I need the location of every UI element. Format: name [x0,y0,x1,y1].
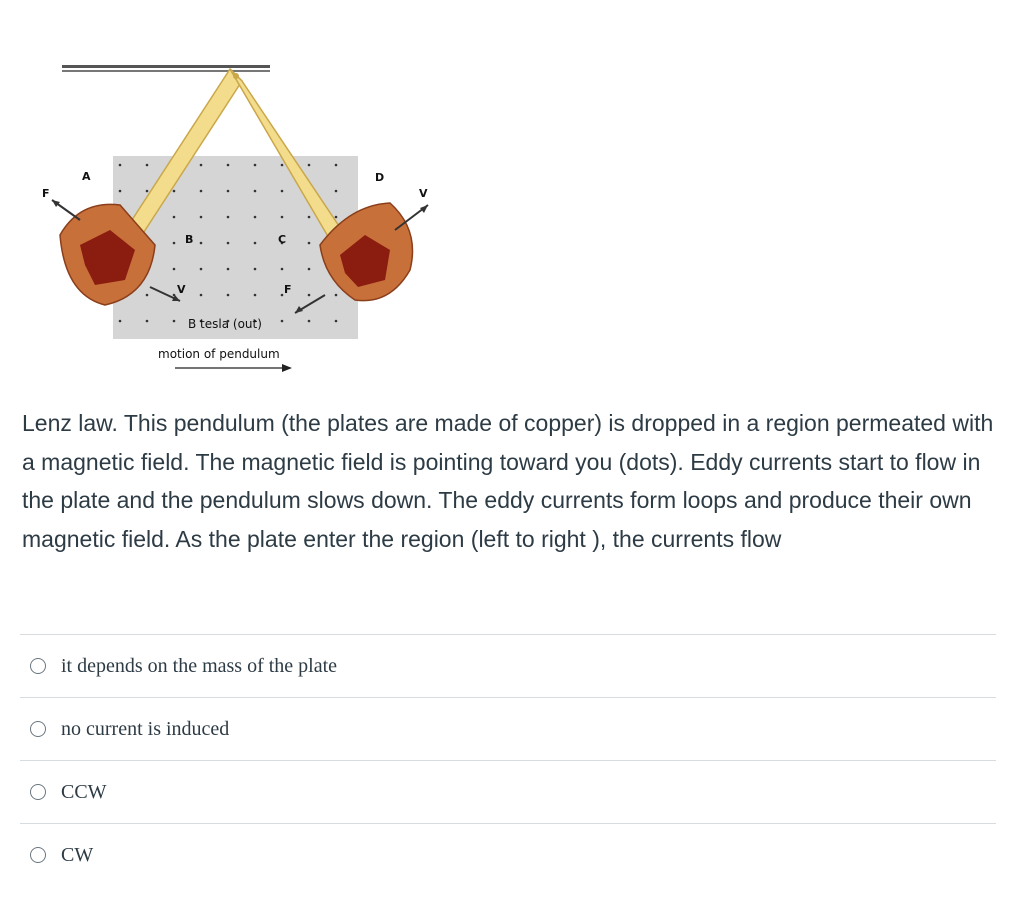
field-dot [226,241,230,245]
field-dot [145,163,149,167]
field-dot [307,319,311,323]
ceiling-bar [62,65,270,68]
radio-button[interactable] [30,658,46,674]
label-b: B [185,233,193,246]
left-eddy-current [80,230,135,285]
answer-option-cw[interactable]: CW [20,823,996,886]
field-dot [172,267,176,271]
answer-label: it depends on the mass of the plate [61,654,338,677]
answer-option-no-current[interactable]: no current is induced [20,697,996,760]
field-dot [253,215,257,219]
field-dot [172,293,176,297]
field-dot [118,319,122,323]
field-dot [199,267,203,271]
field-dot [145,189,149,193]
field-dot [307,293,311,297]
field-dot [334,293,338,297]
right-eddy-current [340,235,390,287]
field-dot [172,189,176,193]
field-dot [253,163,257,167]
field-dot [199,293,203,297]
field-dot [253,319,257,323]
field-dot [226,163,230,167]
field-dot [334,319,338,323]
field-dot [226,215,230,219]
field-dot [280,293,284,297]
field-dot [199,319,203,323]
label-v-left: V [177,283,186,296]
motion-label: motion of pendulum [158,347,280,361]
field-dot [172,215,176,219]
pendulum-diagram: A F B C D V V F B tesla (out) motion of … [42,65,429,372]
field-dot [199,241,203,245]
label-c: C [278,233,286,246]
field-dot [280,241,284,245]
answer-label: CCW [61,780,107,803]
label-a: A [82,170,91,183]
field-dot [280,163,284,167]
field-dot [172,241,176,245]
answer-list: it depends on the mass of the plate no c… [20,634,996,886]
field-dot [280,267,284,271]
answer-label: no current is induced [61,717,230,740]
field-dot [226,267,230,271]
answer-label: CW [61,843,94,866]
field-dot [199,215,203,219]
field-dot [280,215,284,219]
field-dot [145,319,149,323]
field-dot [226,189,230,193]
field-dot [145,293,149,297]
field-dot [307,163,311,167]
answer-option-mass[interactable]: it depends on the mass of the plate [20,634,996,697]
field-dot [307,241,311,245]
field-dot [118,163,122,167]
field-label: B tesla (out) [188,317,262,331]
field-dot [253,189,257,193]
field-dot [334,215,338,219]
field-dot [172,319,176,323]
label-f-right: F [284,283,292,296]
radio-button[interactable] [30,721,46,737]
field-dot [199,189,203,193]
field-dot [253,267,257,271]
label-v-right: V [419,187,428,200]
field-dot [307,215,311,219]
radio-button[interactable] [30,847,46,863]
field-dot [226,293,230,297]
field-dot [253,241,257,245]
label-d: D [375,171,384,184]
label-f-left: F [42,187,50,200]
answer-option-ccw[interactable]: CCW [20,760,996,823]
field-dot [280,189,284,193]
pendulum-figure: A F B C D V V F B tesla (out) motion of … [40,55,440,385]
field-dot [307,267,311,271]
field-dot [280,319,284,323]
field-dot [226,319,230,323]
field-dot [334,189,338,193]
field-dot [118,189,122,193]
field-dot [334,163,338,167]
field-dot [253,293,257,297]
field-dot [199,163,203,167]
field-dots [118,163,338,323]
question-text: Lenz law. This pendulum (the plates are … [22,410,994,552]
radio-button[interactable] [30,784,46,800]
